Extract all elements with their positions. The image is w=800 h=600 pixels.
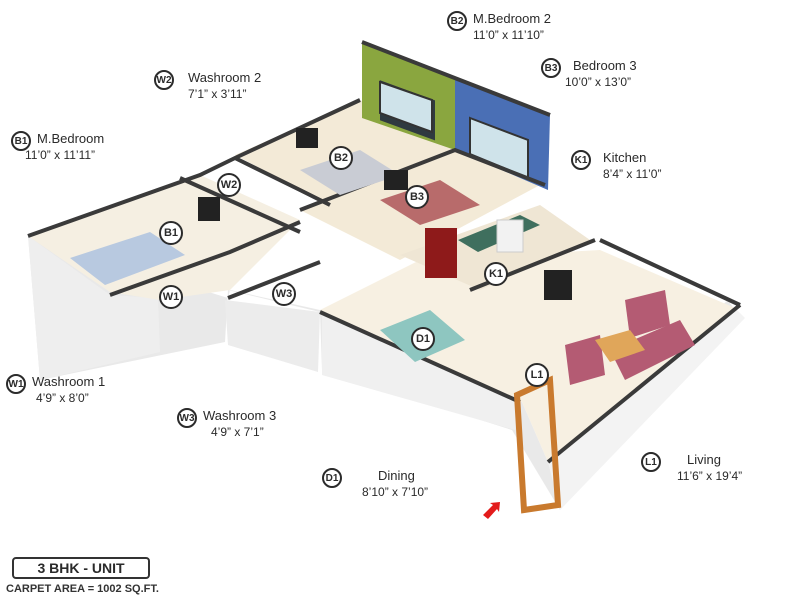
armchair-1 xyxy=(625,290,670,338)
badge-b3: B3 xyxy=(541,58,561,78)
tag-w3: W3 xyxy=(272,282,296,306)
coffee-table xyxy=(595,330,645,362)
sofa-main xyxy=(610,320,695,380)
badge-b2: B2 xyxy=(447,11,467,31)
badge-k1: K1 xyxy=(571,150,591,170)
tv-b1 xyxy=(198,197,220,221)
badge-w1: W1 xyxy=(6,374,26,394)
bed-b3 xyxy=(380,180,480,225)
tag-l1: L1 xyxy=(525,363,549,387)
tag-w1: W1 xyxy=(159,285,183,309)
badge-w3: W3 xyxy=(177,408,197,428)
tag-b1: B1 xyxy=(159,221,183,245)
tag-w2: W2 xyxy=(217,173,241,197)
washing-machine xyxy=(496,219,524,253)
outer-walls xyxy=(28,236,745,510)
unit-type-label: 3 BHK - UNIT xyxy=(12,557,150,579)
badge-l1: L1 xyxy=(641,452,661,472)
carpet-area-label: CARPET AREA = 1002 SQ.FT. xyxy=(6,583,159,595)
badge-b1: B1 xyxy=(11,131,31,151)
bed-b2 xyxy=(300,150,400,195)
tag-d1: D1 xyxy=(411,327,435,351)
tag-b3: B3 xyxy=(405,185,429,209)
entry-arrow-icon xyxy=(483,502,500,519)
tv-b2 xyxy=(296,128,318,148)
tag-k1: K1 xyxy=(484,262,508,286)
tag-b2: B2 xyxy=(329,146,353,170)
badge-d1: D1 xyxy=(322,468,342,488)
badge-w2: W2 xyxy=(154,70,174,90)
armchair-2 xyxy=(565,335,605,385)
fridge xyxy=(425,228,457,278)
tv-living xyxy=(544,270,572,300)
bed-b1 xyxy=(70,232,185,285)
tv-b3 xyxy=(384,170,408,190)
